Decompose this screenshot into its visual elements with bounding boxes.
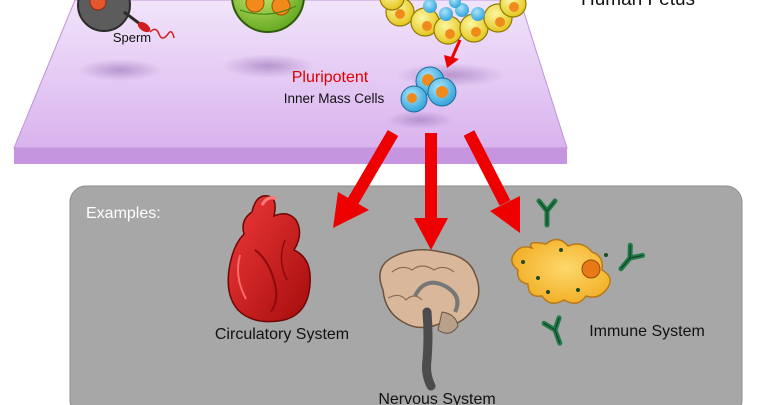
arrow-to-brain [414, 133, 448, 250]
inner-mass-cells [400, 66, 457, 113]
sperm-label: Sperm [113, 30, 151, 45]
pluripotent-label: Pluripotent [292, 69, 369, 86]
antibody-icon [618, 242, 646, 272]
fetus-label: Human Fetus [581, 0, 695, 10]
heart-illustration [227, 195, 311, 323]
inner-mass-arrow [444, 39, 462, 68]
arrow-to-immune [463, 130, 520, 233]
immune-label: Immune System [589, 323, 705, 340]
blastocyst-illustration [379, 0, 527, 45]
differentiation-arrows [333, 129, 520, 250]
nervous-label: Nervous System [378, 391, 495, 405]
examples-label: Examples: [86, 205, 161, 222]
antibody-icon [536, 198, 558, 228]
arrow-to-heart [333, 129, 399, 228]
sperm-illustration [77, 0, 175, 39]
zygote-illustration [231, 0, 305, 33]
antibody-icon [541, 315, 563, 346]
circulatory-label: Circulatory System [215, 326, 349, 343]
brain-illustration [379, 249, 480, 391]
immune-cell-illustration [511, 238, 611, 304]
inner-mass-label: Inner Mass Cells [284, 91, 385, 106]
